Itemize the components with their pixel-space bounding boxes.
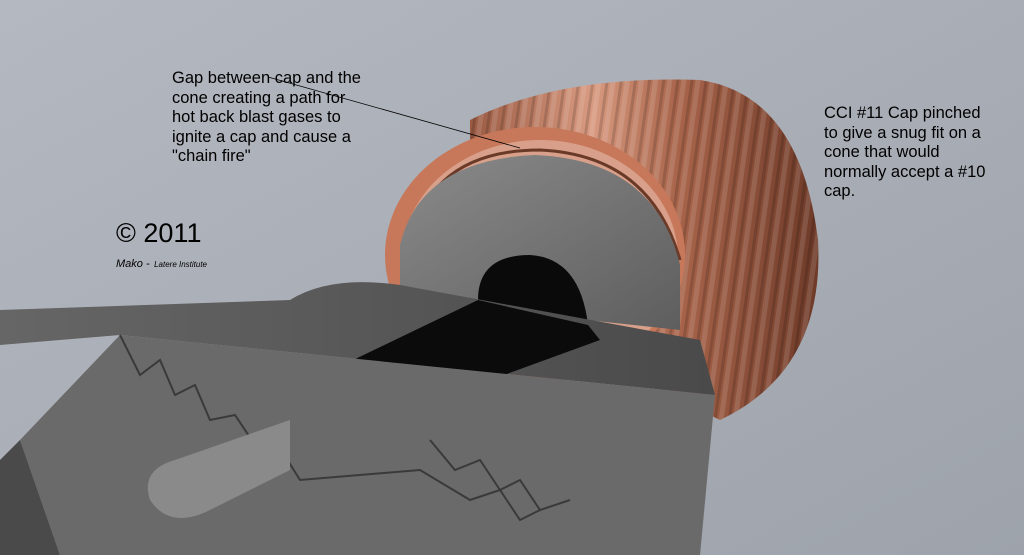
gap-annotation: Gap between cap and the cone creating a … [172, 69, 361, 165]
body-top-surface [0, 282, 715, 395]
bore-front [147, 420, 290, 518]
author-credit: Mako - Latere Institute [116, 254, 207, 272]
thread-teeth-right [429, 439, 571, 512]
nipple-cone [0, 155, 715, 555]
copyright-notice: © 2011 [116, 218, 202, 248]
gap-leader-line [267, 76, 521, 149]
institute-name: Latere Institute [154, 260, 207, 269]
author-name: Mako - [116, 258, 150, 270]
cone-face [400, 155, 680, 330]
cap-annotation: CCI #11 Cap pinched to give a snug fit o… [824, 104, 986, 200]
threaded-face-shade [0, 440, 60, 555]
